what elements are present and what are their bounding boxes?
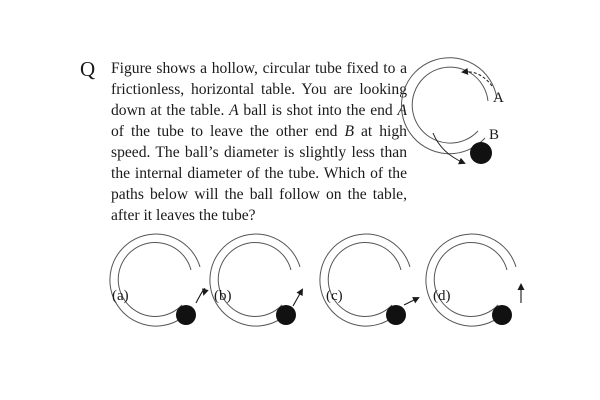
exit-arrow-icon	[432, 132, 466, 165]
path-arrow-icon	[195, 288, 209, 304]
end-b-label: B	[489, 127, 500, 143]
end-a-label: A	[493, 90, 504, 106]
option-b-label: (b)	[214, 288, 232, 304]
question-symbol: A	[229, 102, 239, 119]
option-d-figure	[425, 233, 525, 327]
option-b-figure	[209, 233, 303, 327]
question-marker: Q	[80, 57, 96, 81]
question-text-run: at high speed. The ball’s diameter is sl…	[111, 123, 407, 224]
main-tube-figure	[400, 57, 498, 165]
option-a-label: (a)	[112, 288, 129, 304]
option-a-figure	[109, 233, 209, 327]
ball	[276, 305, 296, 325]
option-d-label: (d)	[433, 288, 451, 304]
tube-outer-wall	[400, 57, 498, 155]
question-text-run: Figure shows a hollow, circular tube fix…	[111, 60, 407, 119]
ball	[386, 305, 406, 325]
question-symbol: A	[397, 102, 407, 119]
ball	[492, 305, 512, 325]
ball	[176, 305, 196, 325]
question-symbol: B	[344, 123, 355, 140]
question-text: Figure shows a hollow, circular tube fix…	[111, 58, 407, 226]
option-c-figure	[319, 233, 420, 327]
entry-arrow-icon	[461, 67, 493, 87]
tube-inner-wall	[411, 66, 489, 144]
question-text-run: ball is shot into the end	[238, 102, 398, 119]
ball	[470, 142, 492, 164]
path-arrow-icon	[292, 288, 303, 307]
path-arrow-icon	[403, 297, 420, 306]
question-text-run: of the tube to leave the other end	[111, 123, 345, 140]
option-c-label: (c)	[326, 288, 343, 304]
